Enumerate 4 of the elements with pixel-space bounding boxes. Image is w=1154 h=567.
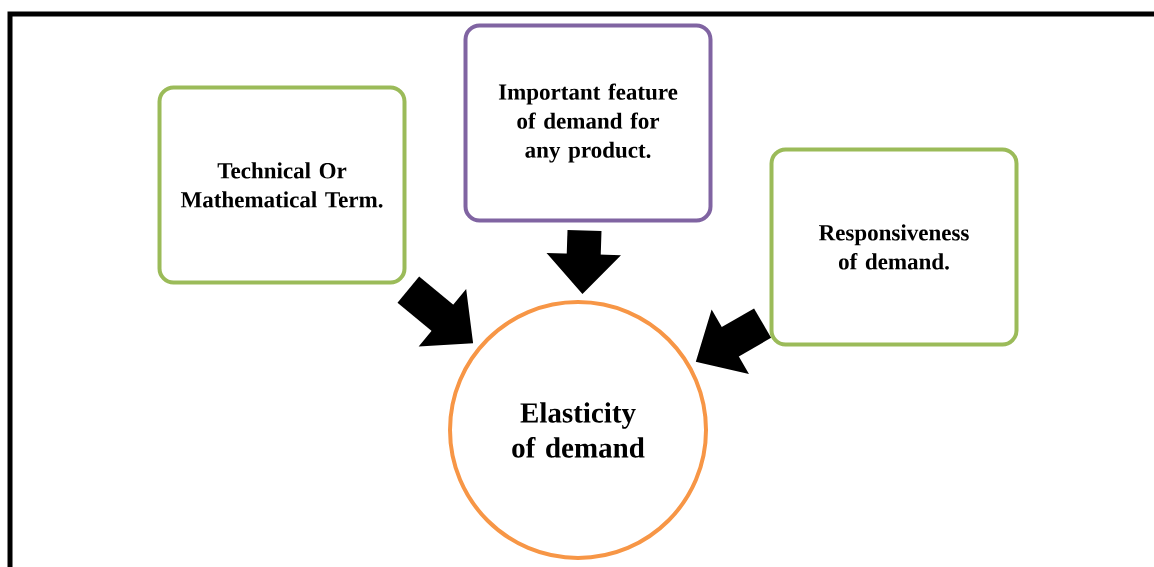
rounded-box: Responsiveness of demand. [769,147,1019,347]
rounded-box: Important feature of demand for any product. [463,23,713,223]
circle-node: Elasticity of demand [448,300,708,560]
rounded-box: Technical Or Mathematical Term. [157,85,407,285]
